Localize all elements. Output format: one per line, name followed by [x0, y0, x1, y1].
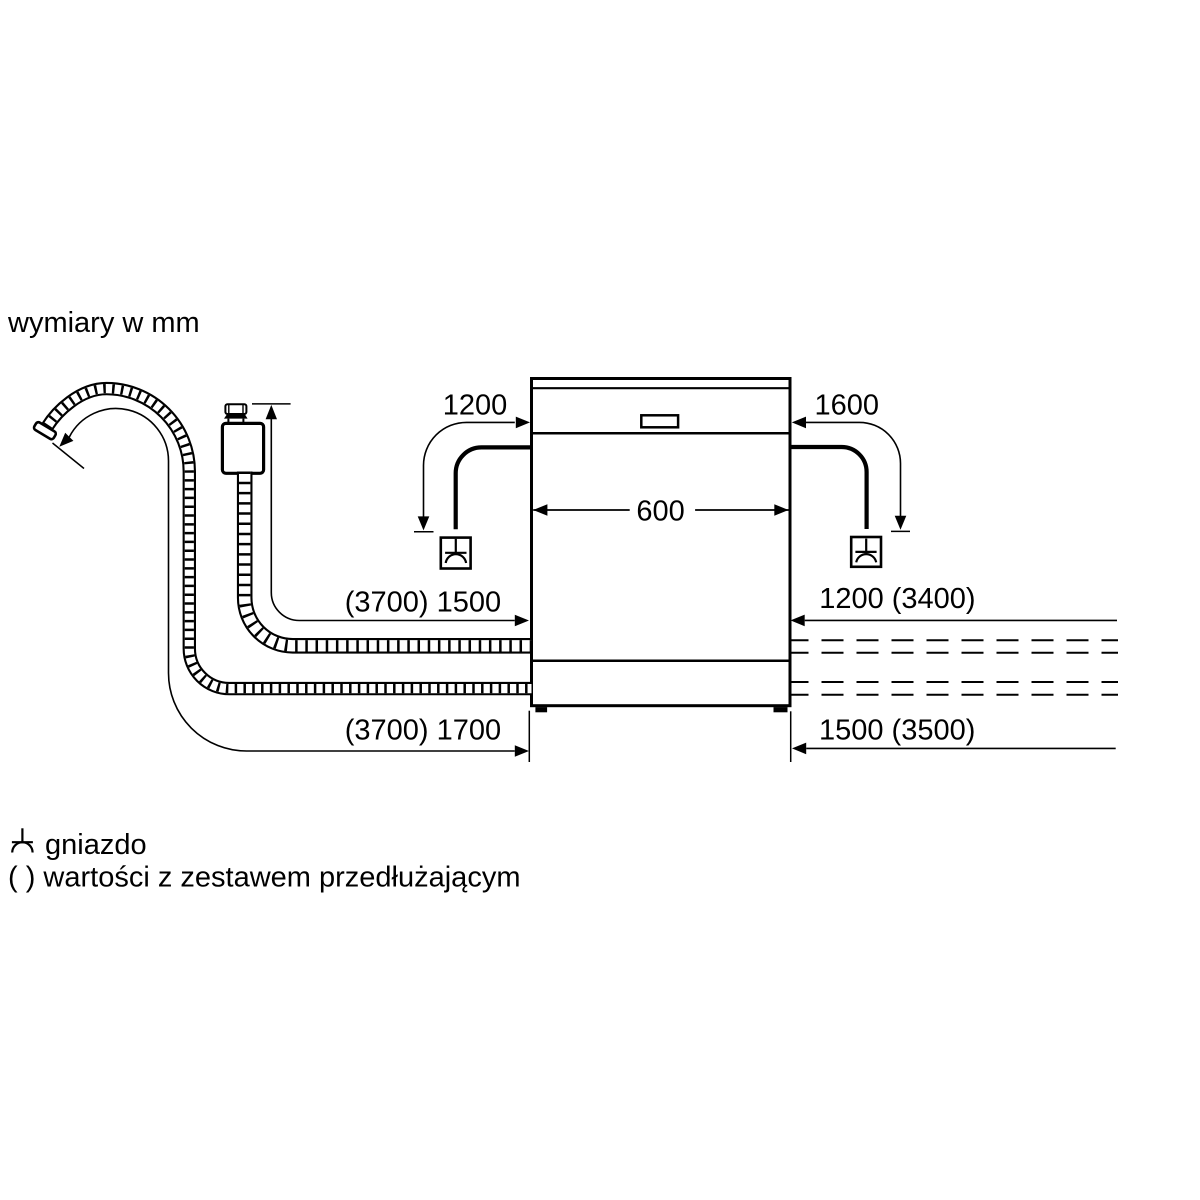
svg-text:1600: 1600: [815, 390, 880, 422]
svg-text:1200: 1200: [443, 390, 508, 422]
svg-text:( ) wartości z zestawem przedł: ( ) wartości z zestawem przedłużającym: [8, 862, 520, 894]
svg-text:1200 (3400): 1200 (3400): [819, 583, 975, 615]
svg-text:(3700) 1700: (3700) 1700: [345, 714, 501, 746]
svg-text:1500 (3500): 1500 (3500): [819, 714, 975, 746]
svg-text:wymiary w mm: wymiary w mm: [7, 307, 200, 339]
svg-text:(3700) 1500: (3700) 1500: [345, 587, 501, 619]
svg-text:gniazdo: gniazdo: [45, 829, 147, 861]
svg-text:600: 600: [636, 495, 684, 527]
